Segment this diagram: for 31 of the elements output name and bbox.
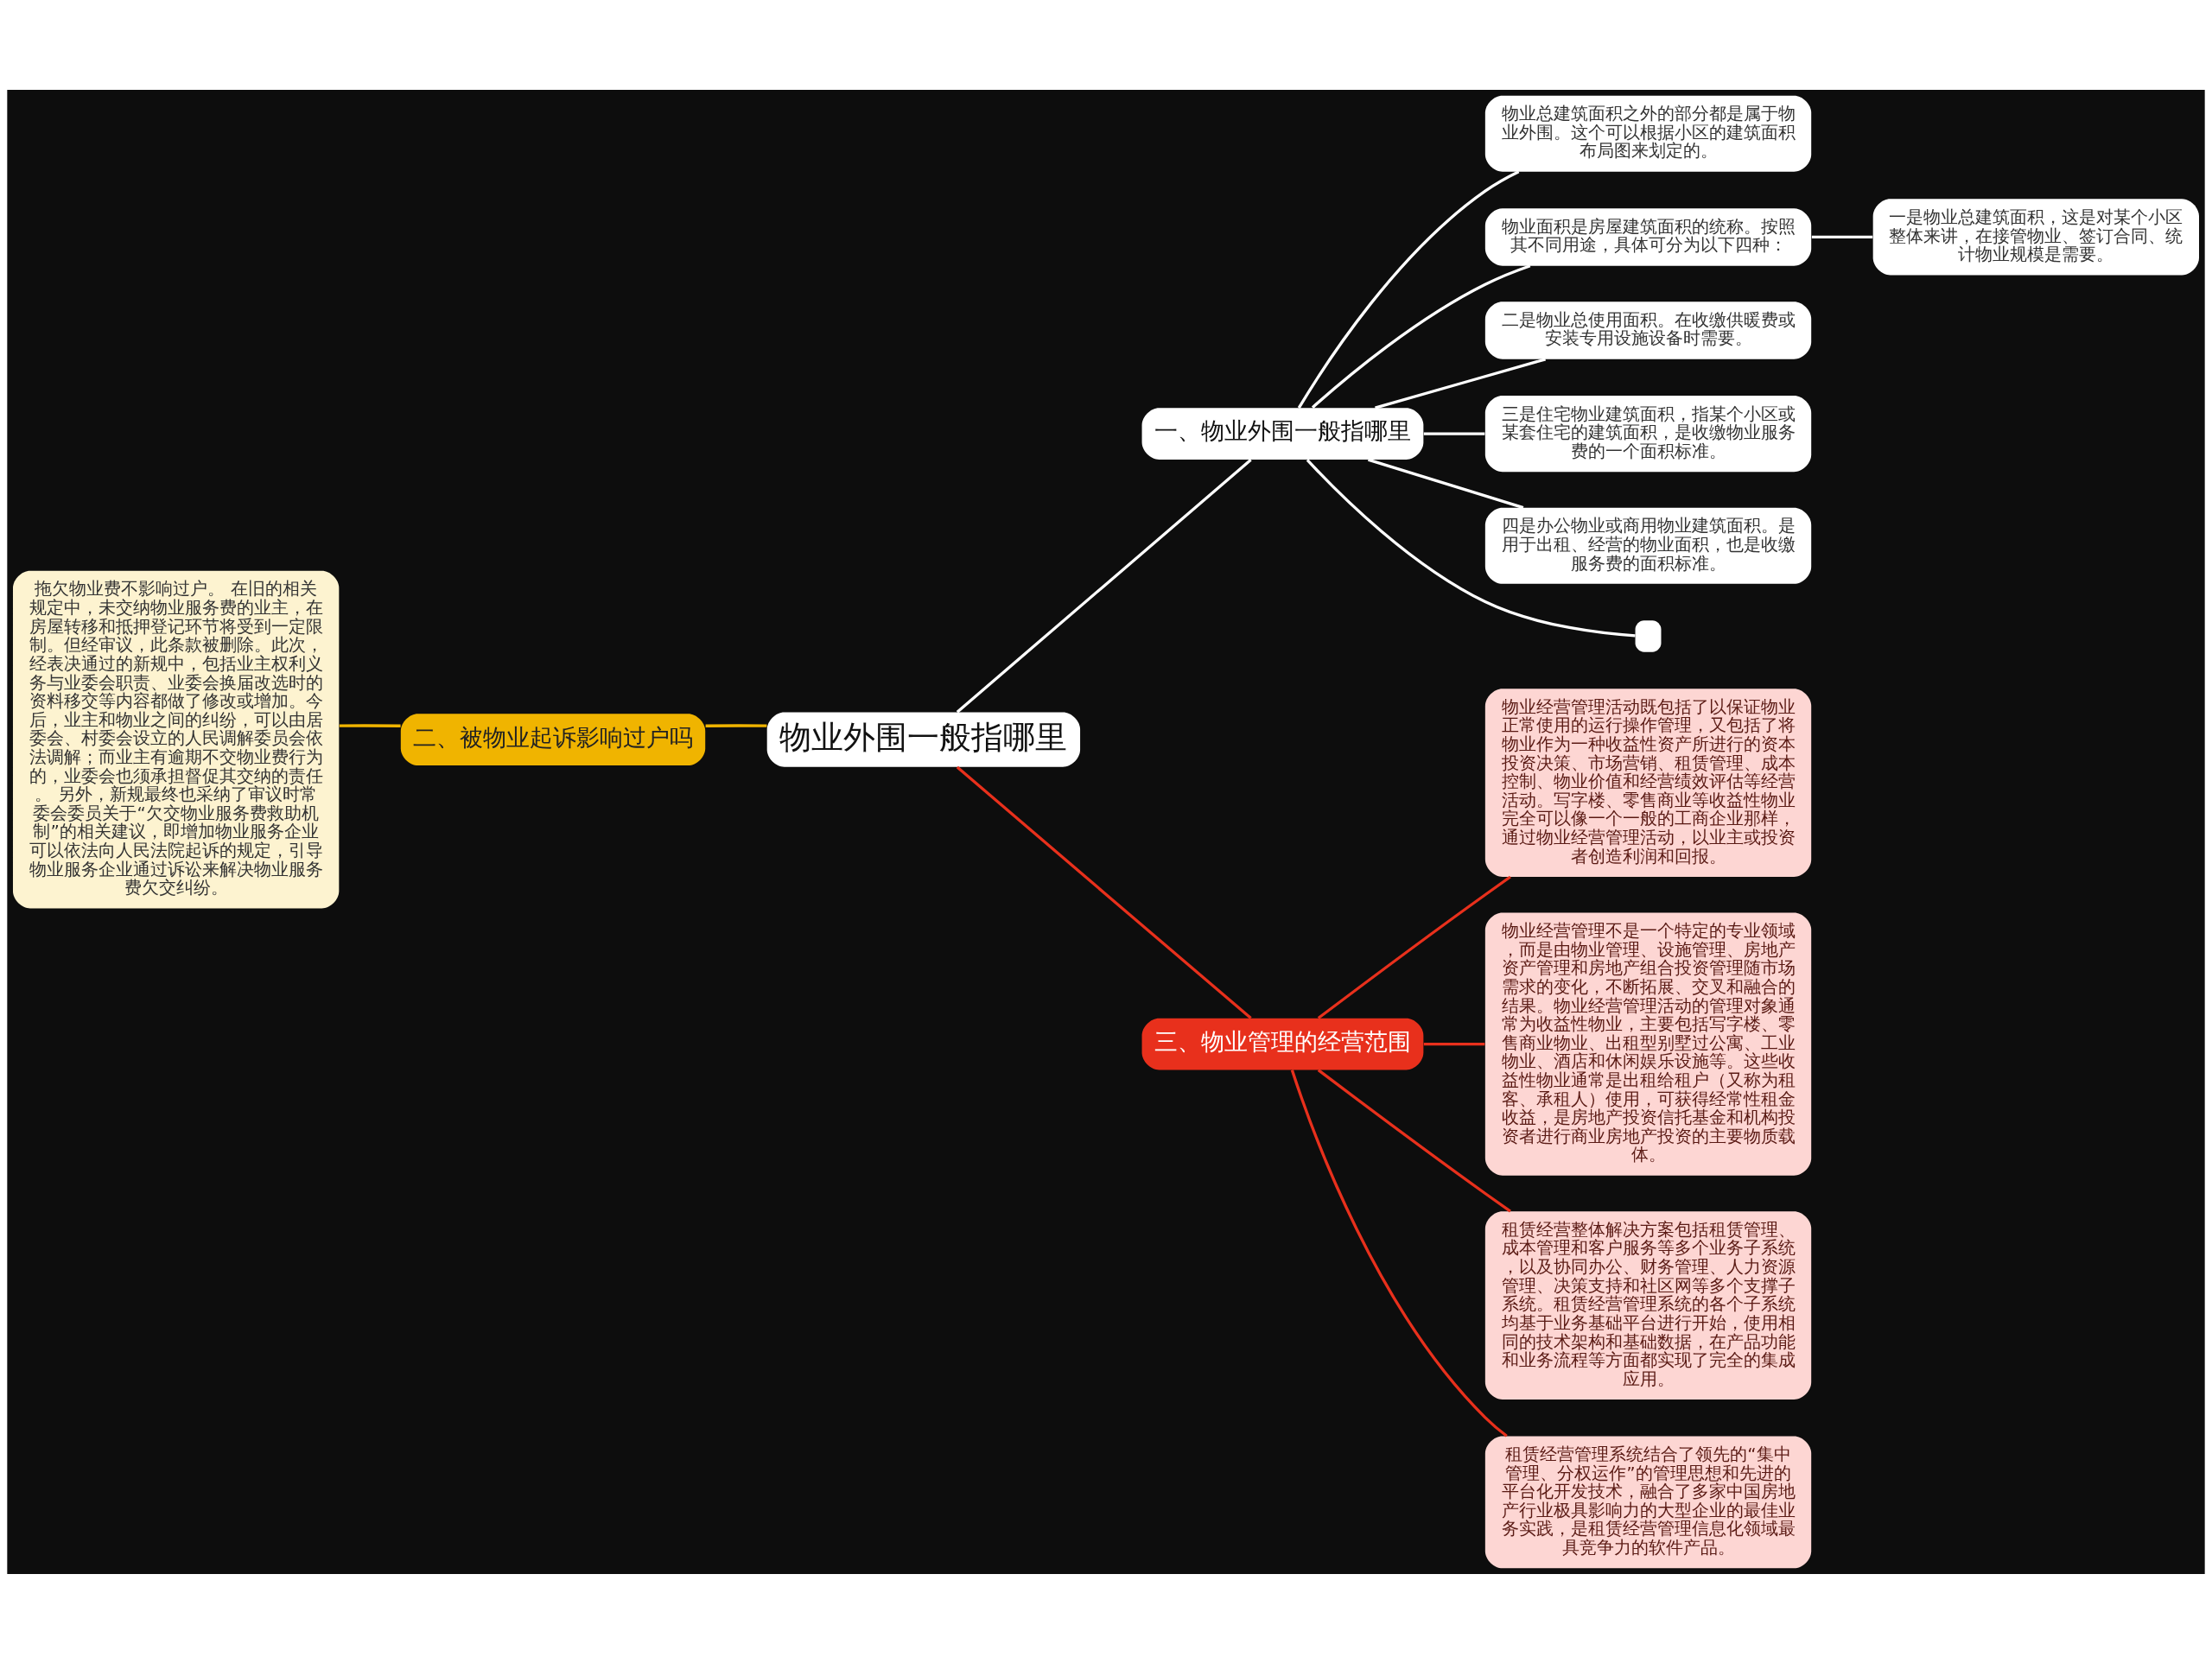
node-box: 物业经营管理不是一个特定的专业领域，而是由物业管理、设施管理、房地产资产管理和房地产组合投资管理随市场需求的变化，不断拓展、交叉和融合的结果。物业经营管理活动的管理对象通常为收益性物业，主要包括写字楼、零售商业物业、出租型别墅过公寓、工业物业、酒店和休闲娱乐设施等。这些收益性物业通常是出租给租户（又称为租客、承租人）使用，可获得经常性租金收益，是房地产投资信托基金和机构投资者进行商业房地产投资的主要物质载体。 (1484, 912, 1812, 1176)
connector (1811, 235, 1873, 238)
connector (1368, 458, 1524, 509)
connector (1290, 1069, 1508, 1438)
node-box: 三是住宅物业建筑面积，指某个小区或某套住宅的建筑面积，是收缴物业服务费的一个面积标准。 (1484, 395, 1812, 472)
node-box: 一是物业总建筑面积，这是对某个小区整体来讲，在接管物业、签订合同、统计物业规模是需要。 (1872, 198, 2199, 275)
connector (1311, 263, 1531, 409)
node-box (1635, 619, 1662, 652)
node-box: 拖欠物业费不影响过户。 在旧的相关规定中，未交纳物业服务费的业主，在房屋转移和抵押登记环节将受到一定限制。但经审议，此条款被删除。此次，经表决通过的新规中，包括业主权利义务与业委会职责、业委会换届改选时的资料移交等内容都做了修改或增加。今后，业主和物业之间的纠纷，可以由居委会、村委会设立的人民调解委员会依法调解；而业主有逾期不交物业费行为的，业委会也须承担督促其交纳的责任。 另外，新规最终也采纳了审议时常委会委员关于“欠交物业服务费救助机制”的相关建议，即增加物业服务企业可以依法向人民法院起诉的规定，引导物业服务企业通过诉讼来解决物业服务费欠交纠纷。 (13, 570, 340, 908)
node-box: 物业经营管理活动既包括了以保证物业正常使用的运行操作管理，又包括了将物业作为一种收益性资产所进行的资本投资决策、市场营销、租赁管理、成本控制、物业价值和经营绩效评估等经营活动。写字楼、零售商业等收益性物业完全可以像一个一般的工商企业那样，通过物业经营管理活动，以业主或投资者创造利润和回报。 (1484, 688, 1812, 877)
node-box: 一、物业外围一般指哪里 (1141, 407, 1424, 460)
connector (1423, 431, 1485, 435)
connector (1297, 169, 1520, 409)
node-box: 租赁经营管理系统结合了领先的“集中管理、分权运作”的管理思想和先进的平台化开发技术，融合了多家中国房地产行业极具影响力的大型企业的最佳业务实践，是租赁经营管理信息化领域最具竞争力的软件产品。 (1484, 1435, 1812, 1568)
connector (1423, 1042, 1485, 1045)
connector (956, 458, 1252, 713)
connector (705, 723, 767, 727)
connector (1317, 875, 1511, 1019)
connector (339, 723, 401, 727)
node-box: 二、被物业起诉影响过户吗 (400, 713, 706, 765)
node-box: 二是物业总使用面积。在收缴供暖费或安装专用设施设备时需要。 (1484, 301, 1812, 359)
connector (956, 765, 1252, 1019)
node-box: 物业外围一般指哪里 (766, 712, 1081, 767)
node-box: 三、物业管理的经营范围 (1141, 1018, 1424, 1070)
connector (1317, 1068, 1511, 1213)
node-box: 四是办公物业或商用物业建筑面积。是用于出租、经营的物业面积，也是收缴服务费的面积标准。 (1484, 507, 1812, 584)
connector (1375, 357, 1547, 409)
node-box: 物业面积是房屋建筑面积的统称。按照其不同用途，具体可分为以下四种： (1484, 207, 1812, 266)
connector (1306, 458, 1636, 637)
node-box: 物业总建筑面积之外的部分都是属于物业外围。这个可以根据小区的建筑面积布局图来划定的。 (1484, 95, 1812, 172)
node-box: 租赁经营整体解决方案包括租赁管理、成本管理和客户服务等多个业务子系统，以及协同办公、财务管理、人力资源管理、决策支持和社区网等多个支撑子系统。租赁经营管理系统的各个子系统均基于业务基础平台进行开始，使用相同的技术架构和基础数据，在产品功能和业务流程等方面都实现了完全的集成应用。 (1484, 1210, 1812, 1400)
